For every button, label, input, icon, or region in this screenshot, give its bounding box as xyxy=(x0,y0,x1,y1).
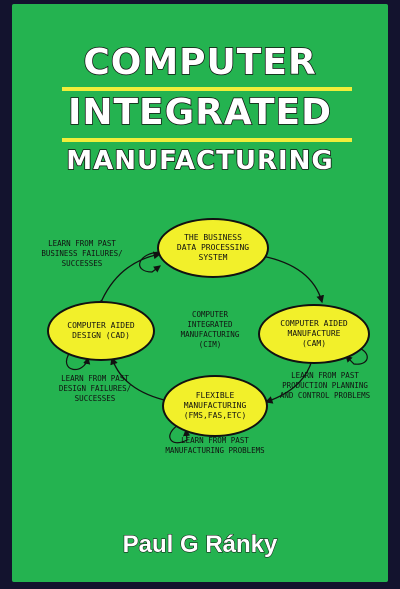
note-production-planning: LEARN FROM PAST PRODUCTION PLANNING AND … xyxy=(279,371,371,400)
ellipse-cam: COMPUTER AIDED MANUFACTURE (CAM) xyxy=(258,304,370,364)
title-line-manufacturing: MANUFACTURING xyxy=(66,145,334,177)
note-business-failures: LEARN FROM PAST BUSINESS FAILURES/ SUCCE… xyxy=(41,239,123,268)
note-design-failures: LEARN FROM PAST DESIGN FAILURES/ SUCCESS… xyxy=(58,374,132,403)
title-rule-bottom xyxy=(62,138,352,142)
loop-left xyxy=(65,351,91,371)
note-manufacturing-problems: LEARN FROM PAST MANUFACTURING PROBLEMS xyxy=(165,436,265,455)
ellipse-flexible-manufacturing: FLEXIBLE MANUFACTURING (FMS,FAS,ETC) xyxy=(162,375,268,437)
author-name: Paul G Ránky xyxy=(122,531,278,559)
loop-top xyxy=(139,251,163,273)
ellipse-cad: COMPUTER AIDED DESIGN (CAD) xyxy=(47,301,155,361)
title-line-integrated: INTEGRATED xyxy=(67,91,333,134)
title-rule-top xyxy=(62,87,352,91)
ellipse-business-data-processing: THE BUSINESS DATA PROCESSING SYSTEM xyxy=(157,218,269,278)
arrow-bottom-left xyxy=(110,356,172,406)
book-cover: COMPUTER INTEGRATED MANUFACTURING THE BU… xyxy=(12,4,388,582)
arrow-right-bottom xyxy=(264,352,318,404)
arrow-left-top xyxy=(95,251,162,308)
loop-bottom xyxy=(169,423,191,444)
diagram-arrows xyxy=(65,250,368,444)
center-label-cim: COMPUTER INTEGRATED MANUFACTURING (CIM) xyxy=(180,310,240,349)
arrow-top-right xyxy=(254,250,325,304)
title-line-computer: COMPUTER xyxy=(83,41,317,84)
